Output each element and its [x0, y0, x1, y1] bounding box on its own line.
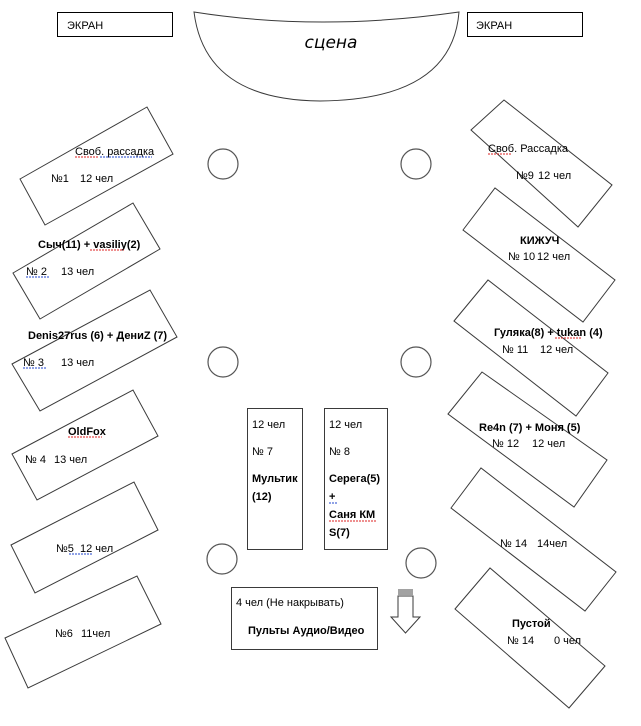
table-4-people: 13 чел: [54, 454, 87, 466]
table-7[interactable]: 12 чел № 7 Мультик (12): [247, 408, 303, 550]
screen-right: ЭКРАН: [467, 12, 583, 37]
table-9-title: Своб. Рассадка: [488, 143, 569, 155]
column-icon: [206, 543, 238, 575]
table-10-title: КИЖУЧ: [520, 235, 559, 247]
table-14a-people: 14чел: [537, 538, 567, 550]
table-6[interactable]: №6 11чел: [4, 575, 162, 689]
column-icon: [400, 346, 432, 378]
table-5[interactable]: №5 12 чел: [10, 481, 159, 594]
column-icon: [405, 547, 437, 579]
table-8-title-line-2: +: [329, 491, 335, 503]
table-10-people: 12 чел: [537, 251, 570, 263]
table-12-people: 12 чел: [532, 438, 565, 450]
control-desk-title: Пульты Аудио/Видео: [248, 625, 365, 637]
table-1-title: Своб. рассадка: [75, 146, 155, 158]
table-14a-number: № 14: [500, 538, 527, 550]
table-12-number: № 12: [492, 438, 519, 450]
table-11-number: № 11: [502, 344, 528, 356]
table-10[interactable]: КИЖУЧ № 10 12 чел: [462, 187, 616, 323]
screen-left: ЭКРАН: [57, 12, 173, 37]
down-arrow-icon: [389, 589, 422, 634]
column-icon: [207, 148, 239, 180]
table-8-title-line-1: Серега(5): [329, 473, 380, 485]
table-1-number: №1: [51, 173, 69, 185]
table-2-people: 13 чел: [61, 266, 94, 278]
table-14a[interactable]: № 14 14чел: [450, 467, 617, 612]
table-12[interactable]: Re4n (7) + Моня (5) № 12 12 чел: [447, 371, 608, 508]
table-11-title: Гуляка(8) + tukan (4): [494, 327, 603, 339]
table-8-people: 12 чел: [329, 419, 362, 431]
table-14b-number: № 14: [507, 635, 534, 647]
table-2-number: № 2: [26, 266, 47, 278]
table-4[interactable]: OldFox № 4 13 чел: [11, 389, 159, 501]
table-5-people: 12 чел: [80, 543, 113, 555]
table-6-people: 11чел: [81, 628, 110, 640]
screen-left-label: ЭКРАН: [67, 20, 103, 32]
table-8-title-line-4: S(7): [329, 527, 350, 539]
table-9-number: №9: [516, 170, 534, 182]
table-4-number: № 4: [25, 454, 46, 466]
table-7-title-line-2: (12): [252, 491, 272, 503]
table-9[interactable]: Своб. Рассадка №9 12 чел: [470, 99, 613, 228]
table-8-title-line-3: Саня КМ: [329, 509, 375, 521]
table-4-title: OldFox: [68, 426, 107, 438]
table-8-number: № 8: [329, 446, 350, 458]
table-14b[interactable]: Пустой № 14 0 чел: [454, 567, 606, 709]
table-2[interactable]: Сыч(11) + vasiliy(2) № 2 13 чел: [12, 202, 161, 320]
table-6-number: №6: [55, 628, 73, 640]
table-3-people: 13 чел: [61, 357, 94, 369]
table-8[interactable]: 12 чел № 8 Серега(5) + Саня КМ S(7): [324, 408, 388, 550]
table-7-people: 12 чел: [252, 419, 285, 431]
screen-right-label: ЭКРАН: [476, 20, 512, 32]
control-desk-note: 4 чел (Не накрывать): [236, 597, 344, 609]
table-14b-people: 0 чел: [554, 635, 581, 647]
table-3-number: № 3: [23, 357, 44, 369]
stage-label: сцена: [305, 33, 358, 53]
table-1-people: 12 чел: [80, 173, 113, 185]
table-3[interactable]: Denis27rus (6) + ДениZ (7) № 3 13 чел: [11, 289, 178, 412]
table-14b-title: Пустой: [512, 618, 551, 630]
stage: сцена: [193, 11, 460, 102]
control-desk: 4 чел (Не накрывать) Пульты Аудио/Видео: [231, 587, 378, 650]
table-10-number: № 10: [508, 251, 535, 263]
column-icon: [207, 346, 239, 378]
column-icon: [400, 148, 432, 180]
table-1[interactable]: Своб. рассадка №1 12 чел: [19, 106, 174, 226]
table-11-people: 12 чел: [540, 344, 573, 356]
table-2-title: Сыч(11) + vasiliy(2): [38, 239, 141, 251]
table-3-title: Denis27rus (6) + ДениZ (7): [28, 330, 167, 342]
table-7-number: № 7: [252, 446, 273, 458]
table-9-people: 12 чел: [538, 170, 571, 182]
table-11[interactable]: Гуляка(8) + tukan (4) № 11 12 чел: [453, 279, 609, 417]
table-5-number: №5: [56, 543, 74, 555]
table-12-title: Re4n (7) + Моня (5): [479, 422, 581, 434]
table-7-title-line-1: Мультик: [252, 473, 298, 485]
